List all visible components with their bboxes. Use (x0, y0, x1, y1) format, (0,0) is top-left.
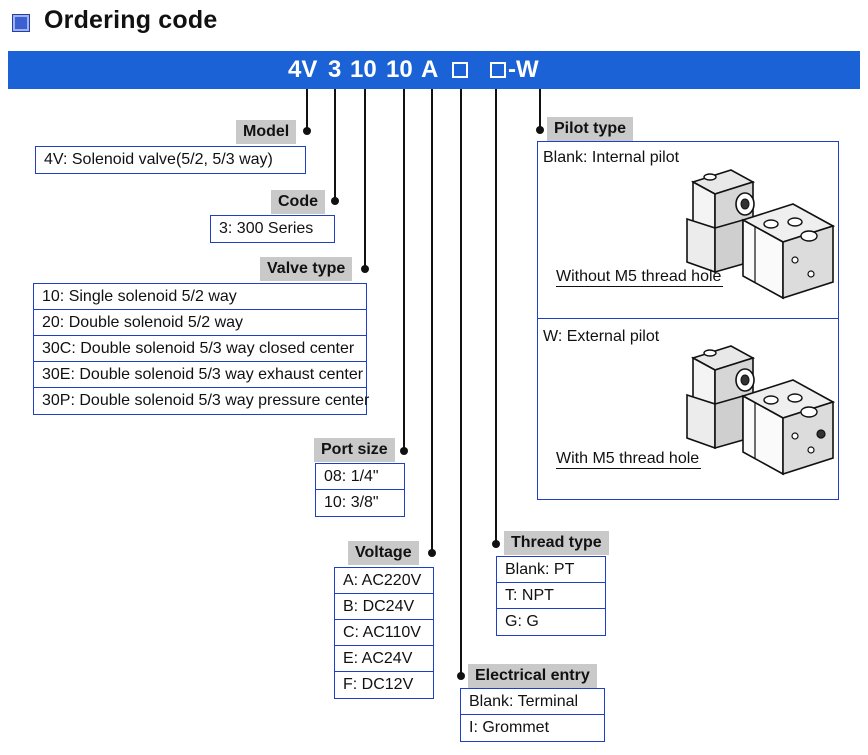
port-size-dot (400, 447, 408, 455)
internal-pilot-callout: Without M5 thread hole (556, 268, 724, 287)
port-size-options: 08: 1/4" 10: 3/8" (315, 463, 405, 517)
pilot-type-label: Pilot type (547, 117, 634, 141)
series-code-options: 3: 300 Series (210, 215, 335, 243)
connector-valve-type (364, 89, 366, 269)
connector-electrical-entry (460, 89, 462, 676)
connector-voltage (431, 89, 433, 553)
model-option: 4V: Solenoid valve(5/2, 5/3 way) (44, 151, 273, 168)
voltage-options: A: AC220V B: DC24V C: AC110V E: AC24V F:… (334, 567, 434, 699)
heading-bullet-icon (12, 14, 30, 32)
port-size-label: Port size (314, 438, 395, 462)
model-options: 4V: Solenoid valve(5/2, 5/3 way) (35, 146, 306, 174)
pilot-type-dot (536, 126, 544, 134)
connector-thread-type (495, 89, 497, 544)
valve-type-option: 20: Double solenoid 5/2 way (34, 310, 366, 336)
internal-pilot-valve-illustration (686, 169, 835, 300)
voltage-label: Voltage (348, 541, 419, 565)
voltage-dot (428, 549, 436, 557)
thread-type-option: T: NPT (497, 583, 605, 609)
pilot-type-panel: Blank: Internal pilot Without M5 thread … (537, 141, 839, 500)
voltage-option: A: AC220V (335, 568, 433, 594)
series-code-label: Code (271, 190, 325, 214)
voltage-option: E: AC24V (335, 646, 433, 672)
connector-port-size (403, 89, 405, 451)
thread-type-dot (492, 540, 500, 548)
valve-type-option: 10: Single solenoid 5/2 way (34, 284, 366, 310)
model-label: Model (236, 120, 297, 144)
external-pilot-valve-illustration (686, 345, 835, 476)
ordering-code-banner (8, 51, 860, 89)
port-size-option: 10: 3/8" (324, 494, 379, 511)
voltage-option: B: DC24V (335, 594, 433, 620)
connector-pilot-type (539, 89, 541, 130)
code-part-valve-type: 10 (350, 56, 377, 83)
electrical-entry-dot (457, 672, 465, 680)
code-part-port-size: 10 (386, 56, 413, 83)
code-part-pilot: -W (508, 56, 539, 83)
valve-type-option: 30P: Double solenoid 5/3 way pressure ce… (42, 392, 370, 409)
connector-code (334, 89, 336, 201)
valve-type-dot (361, 265, 369, 273)
code-placeholder-box-thread-type (490, 62, 506, 78)
electrical-entry-option: I: Grommet (469, 719, 550, 736)
series-code-option: 3: 300 Series (219, 220, 314, 237)
voltage-option: F: DC12V (343, 676, 414, 693)
electrical-entry-label: Electrical entry (468, 664, 597, 688)
connector-model (306, 89, 308, 131)
code-part-voltage: A (421, 56, 439, 83)
internal-pilot-title: Blank: Internal pilot (543, 149, 680, 166)
thread-type-label: Thread type (504, 531, 609, 555)
pilot-type-divider (538, 318, 838, 319)
valve-type-options: 10: Single solenoid 5/2 way 20: Double s… (33, 283, 370, 415)
valve-type-label: Valve type (260, 257, 353, 281)
external-pilot-callout: With M5 thread hole (556, 450, 702, 469)
code-placeholder-box-electrical-entry (452, 62, 468, 78)
external-pilot-title: W: External pilot (543, 328, 660, 345)
code-part-model: 4V (288, 56, 318, 83)
thread-type-options: Blank: PT T: NPT G: G (496, 556, 606, 636)
code-part-series: 3 (328, 56, 342, 83)
valve-type-option: 30C: Double solenoid 5/3 way closed cent… (34, 336, 366, 362)
port-size-option: 08: 1/4" (316, 464, 404, 490)
thread-type-option: G: G (505, 613, 539, 630)
valve-type-option: 30E: Double solenoid 5/3 way exhaust cen… (34, 362, 366, 388)
page-title: Ordering code (44, 6, 218, 34)
electrical-entry-options: Blank: Terminal I: Grommet (460, 688, 605, 742)
thread-type-option: Blank: PT (497, 557, 605, 583)
model-dot (303, 127, 311, 135)
electrical-entry-option: Blank: Terminal (461, 689, 604, 715)
voltage-option: C: AC110V (335, 620, 433, 646)
series-code-dot (331, 197, 339, 205)
